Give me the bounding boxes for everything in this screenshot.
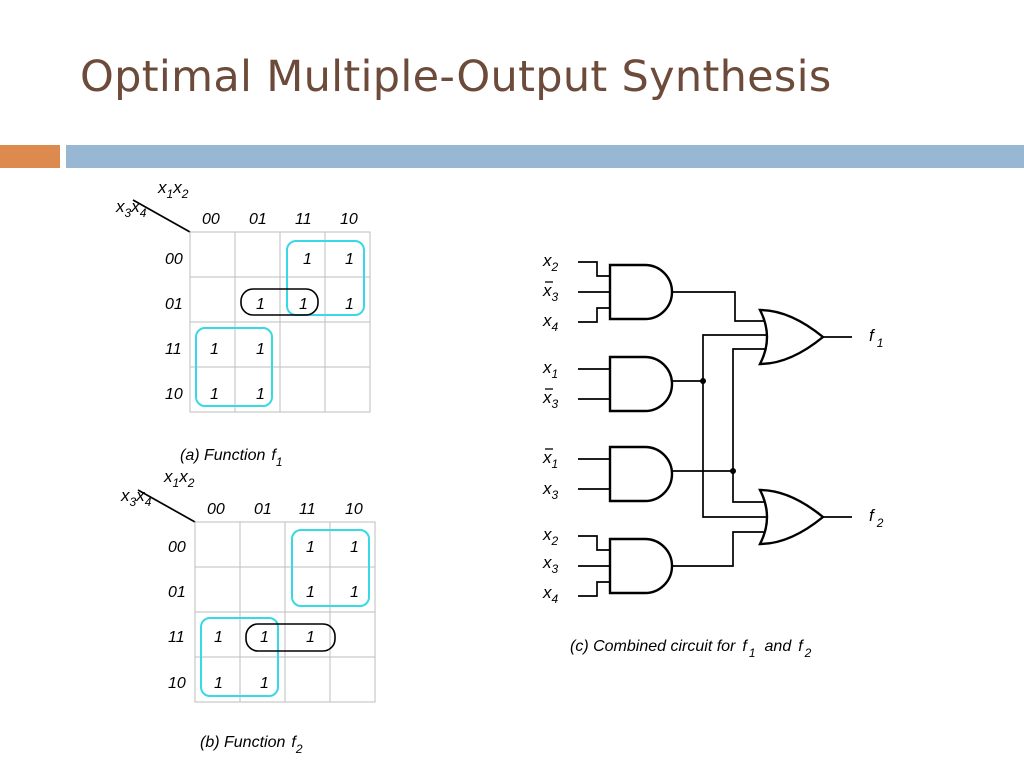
kmap-b-cell: 1: [306, 629, 315, 646]
kmap-a-group-quad-upper-right: [286, 240, 365, 316]
kmap-a-cell: 1: [303, 251, 312, 268]
header-accent-bar-blue: [66, 145, 1024, 168]
circuit-input-labels: x2 x3 x4 x1 x3 x1 x3 x2 x3 x4: [542, 251, 559, 606]
kmap-a-col-label: 11: [295, 211, 312, 228]
kmap-a-cell: 1: [210, 386, 219, 403]
wire: [702, 381, 770, 518]
kmap-b-col-label: 00: [207, 501, 225, 518]
kmap-b-group-quad-lower-left: [200, 617, 279, 697]
kmap-b-cell: 1: [260, 675, 269, 692]
input-label-x3: x3: [542, 553, 559, 576]
input-label-x4: x4: [542, 583, 559, 606]
kmap-b-column-variables: x1x2: [163, 467, 195, 490]
slide-title: Optimal Multiple-Output Synthesis: [80, 52, 832, 102]
wire: [578, 261, 610, 277]
kmap-b-row-label: 01: [168, 584, 186, 601]
circuit-input-wires: [578, 261, 610, 597]
kmap-a-group-quad-lower-left: [195, 327, 273, 407]
combined-circuit: x2 x3 x4 x1 x3 x1 x3 x2 x3 x4: [542, 251, 884, 660]
kmap-b-cell: 1: [214, 629, 223, 646]
kmap-b-row-label: 11: [168, 629, 185, 646]
kmap-a-col-label: 00: [202, 211, 220, 228]
input-label-x3-complement: x3: [542, 388, 559, 411]
wire: [672, 531, 770, 567]
kmap-a-cell: 1: [256, 341, 265, 358]
kmap-a-row-label: 00: [165, 251, 183, 268]
and-gate-4: [608, 537, 674, 595]
kmap-b-cell: 1: [350, 539, 359, 556]
kmap-b-row-variables: x3x4: [120, 486, 152, 509]
junction-dot: [730, 468, 736, 474]
kmap-a-cell: 1: [210, 341, 219, 358]
wire: [578, 307, 610, 323]
junction-dot: [700, 378, 706, 384]
kmap-a-cell: 1: [256, 296, 265, 313]
kmap-a-column-variables: x1x2: [157, 178, 189, 201]
kmap-b-col-label: 11: [299, 501, 316, 518]
and-gate-2: [608, 355, 674, 413]
circuit-internal-wires: [672, 291, 770, 567]
kmap-a-row-variables: x3x4: [115, 197, 147, 220]
kmap-a-cell: 1: [256, 386, 265, 403]
wire: [672, 334, 770, 382]
and-gate-1: [608, 263, 674, 321]
kmap-b-group-pair-shared: [245, 623, 336, 652]
kmap-b-col-label: 01: [254, 501, 272, 518]
input-label-x4: x4: [542, 311, 559, 334]
kmap-b-cell: 1: [306, 539, 315, 556]
kmap-b-row-label: 10: [168, 675, 186, 692]
wire: [732, 471, 770, 503]
kmap-b-row-label: 00: [168, 539, 186, 556]
kmap-b-cell: 1: [214, 675, 223, 692]
kmap-b-col-label: 10: [345, 501, 363, 518]
kmap-a-grid: [189, 231, 371, 413]
kmap-a-row-label: 10: [165, 386, 183, 403]
kmap-b-column-header: 00 01 11 10: [207, 501, 363, 518]
kmap-b-cell: 1: [306, 584, 315, 601]
or-gate-f2: [758, 488, 825, 546]
input-label-x2: x2: [542, 251, 559, 274]
wire: [672, 291, 770, 322]
input-label-x1: x1: [542, 358, 558, 381]
kmap-a-diagonal: [132, 199, 191, 233]
kmap-a-row-label: 01: [165, 296, 183, 313]
kmap-a-cell: 1: [299, 296, 308, 313]
kmap-a-cell: 1: [345, 251, 354, 268]
wire: [578, 581, 610, 597]
input-label-x1-complement: x1: [542, 448, 558, 471]
kmap-b-row-header: 00 01 11 10: [168, 539, 186, 692]
kmap-function-f2: x1x2 x3x4 00 01 11 10 00 01 11 10 1 1 1: [120, 467, 376, 756]
kmap-b-grid: [194, 521, 376, 703]
kmap-b-cell: 1: [260, 629, 269, 646]
kmap-a-col-label: 01: [249, 211, 267, 228]
kmap-a-row-label: 11: [165, 341, 182, 358]
kmap-b-group-quad-upper-right: [291, 529, 370, 607]
wire: [578, 535, 610, 551]
input-label-x2: x2: [542, 525, 559, 548]
kmap-function-f1: x1x2 x3x4 00 01 11 10 00 01 11 10 1 1 1: [115, 178, 371, 469]
kmap-a-row-header: 00 01 11 10: [165, 251, 183, 403]
kmap-a-col-label: 10: [340, 211, 358, 228]
kmap-a-column-header: 00 01 11 10: [202, 211, 358, 228]
kmap-a-cell: 1: [345, 296, 354, 313]
kmap-a-cells: 1 1 1 1 1 1 1 1 1: [210, 251, 354, 403]
kmap-b-cell: 1: [350, 584, 359, 601]
wire: [672, 348, 770, 472]
kmap-b-diagonal: [137, 489, 196, 523]
input-label-x3: x3: [542, 479, 559, 502]
input-label-x3-complement: x3: [542, 281, 559, 304]
or-gate-f1: [758, 308, 825, 366]
kmap-a-group-pair-shared: [240, 288, 319, 316]
header-accent-bar-orange: [0, 145, 60, 168]
kmap-b-cells: 1 1 1 1 1 1 1 1 1: [214, 539, 359, 692]
and-gate-3: [608, 445, 674, 503]
